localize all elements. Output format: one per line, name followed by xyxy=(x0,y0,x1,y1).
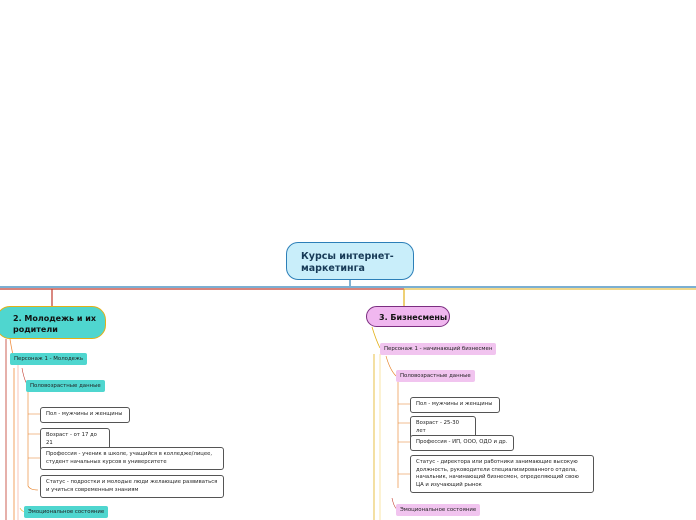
item-text: Возраст - 25-30 лет xyxy=(416,420,459,434)
item-text: Профессия - ИП, ООО, ОДО и др. xyxy=(416,439,508,445)
persona-label: Персонаж 1 - Молодежь xyxy=(14,356,84,362)
item-status[interactable]: Статус - директора или работники занимаю… xyxy=(410,455,594,493)
root-node[interactable]: Курсы интернет-маркетинга xyxy=(286,242,414,280)
item-text: Пол - мужчины и женщины xyxy=(416,401,493,407)
item-text: Возраст - от 17 до 21 xyxy=(46,432,97,446)
demographics-label: Половозрастные данные xyxy=(400,373,471,379)
root-title: Курсы интернет-маркетинга xyxy=(301,251,394,274)
branch-business[interactable]: 3. Бизнесмены xyxy=(366,306,450,327)
persona-label: Персонаж 1 - начинающий бизнесмен xyxy=(384,346,493,352)
item-profession[interactable]: Профессия - ученик в школе, учащийся в к… xyxy=(40,447,224,470)
item-text: Статус - подростки и молодые люди желающ… xyxy=(46,479,218,493)
emotional-tag[interactable]: Эмоциональное состояние xyxy=(396,504,481,516)
item-status[interactable]: Статус - подростки и молодые люди желающ… xyxy=(40,475,224,498)
branch-title: 2. Молодежь и их родители xyxy=(13,314,97,334)
emotional-label: Эмоциональное состояние xyxy=(400,507,477,513)
branch-title: 3. Бизнесмены xyxy=(379,313,448,322)
emotional-tag[interactable]: Эмоциональное состояние xyxy=(24,506,109,518)
persona-tag[interactable]: Персонаж 1 - начинающий бизнесмен xyxy=(380,343,497,355)
item-gender[interactable]: Пол - мужчины и женщины xyxy=(40,407,130,423)
item-gender[interactable]: Пол - мужчины и женщины xyxy=(410,397,500,413)
demographics-tag[interactable]: Половозрастные данные xyxy=(396,370,475,382)
emotional-label: Эмоциональное состояние xyxy=(28,509,105,515)
demographics-label: Половозрастные данные xyxy=(30,383,101,389)
item-text: Пол - мужчины и женщины xyxy=(46,411,123,417)
branch-youth[interactable]: 2. Молодежь и их родители xyxy=(0,306,106,339)
demographics-tag[interactable]: Половозрастные данные xyxy=(26,380,105,392)
persona-tag[interactable]: Персонаж 1 - Молодежь xyxy=(10,353,88,365)
item-profession[interactable]: Профессия - ИП, ООО, ОДО и др. xyxy=(410,435,514,451)
item-text: Статус - директора или работники занимаю… xyxy=(416,459,579,488)
item-age[interactable]: Возраст - от 17 до 21 xyxy=(40,428,110,451)
item-text: Профессия - ученик в школе, учащийся в к… xyxy=(46,451,213,465)
